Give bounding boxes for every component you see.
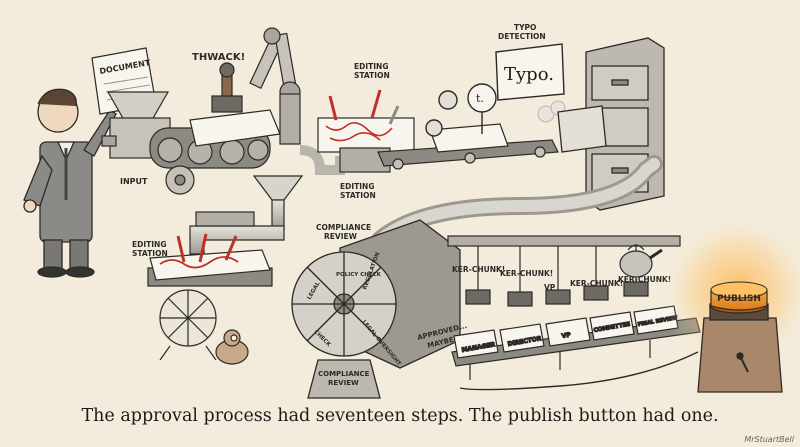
businessman-figure — [23, 88, 119, 278]
compliance-review-base-label-1: COMPLIANCE — [318, 370, 370, 378]
input-label: INPUT — [120, 177, 148, 186]
typo-sign-text: Typo. — [504, 64, 554, 85]
robot-arm — [249, 27, 301, 145]
stamp-manager: MANAGER — [453, 246, 499, 359]
vp-label: VP — [544, 283, 556, 292]
typo-detection-sign: Typo. — [495, 43, 565, 101]
editing-station-left-label-1: EDITING — [132, 240, 166, 249]
compliance-review-base-label-2: REVIEW — [328, 379, 359, 387]
kerchunk-label-2: KER-CHUNK! — [500, 269, 553, 278]
teapot — [619, 244, 663, 278]
publish-cable — [459, 351, 699, 391]
stamp-committee: COMMITTEE — [583, 246, 635, 341]
wheel-policy-check: POLICY CHECK — [336, 272, 382, 278]
artist-signature: MrStuartBell — [744, 435, 794, 444]
caption: The approval process had seventeen steps… — [81, 406, 719, 426]
editing-station-mid-label-2: STATION — [340, 191, 376, 200]
lens-letter: t. — [476, 92, 484, 105]
editing-station-top-label-1: EDITING — [354, 62, 388, 71]
funnel-pipe — [189, 145, 345, 255]
typo-detection-label-1: TYPO — [514, 23, 536, 32]
hamster-wheel — [159, 289, 217, 361]
editing-station-left — [147, 211, 273, 287]
compliance-review-top-label-1: COMPLIANCE — [316, 223, 371, 232]
kerchunk-label-4: KER-CHUNK! — [618, 275, 671, 284]
filing-cabinet — [557, 37, 665, 211]
editing-station-top-label-2: STATION — [354, 71, 390, 80]
compliance-review-wheel — [291, 219, 461, 399]
kerchunk-label-3: KER-CHUNK! — [570, 279, 623, 288]
editing-station-mid-label-1: EDITING — [340, 182, 374, 191]
belt-conveyor-top — [377, 123, 559, 170]
stamp-vp: VP — [545, 246, 591, 347]
tread-conveyor — [149, 109, 281, 195]
compliance-review-top-label-2: REVIEW — [324, 232, 358, 241]
publish-button-label: PUBLISH — [717, 294, 761, 304]
stamp-vp-text: VP — [561, 331, 572, 340]
stamp-director: DIRECTOR — [499, 246, 545, 353]
thwack-label: THWACK! — [192, 52, 245, 63]
publish-button[interactable]: PUBLISH — [710, 281, 768, 314]
magnifier-lens: t. — [425, 83, 497, 137]
kerchunk-label-1: KER-CHUNK! — [452, 265, 505, 274]
editing-station-left-label-2: STATION — [132, 249, 168, 258]
thwack-stamp — [211, 62, 243, 113]
typo-detection-label-2: DETECTION — [498, 32, 546, 41]
hamster — [215, 329, 249, 365]
